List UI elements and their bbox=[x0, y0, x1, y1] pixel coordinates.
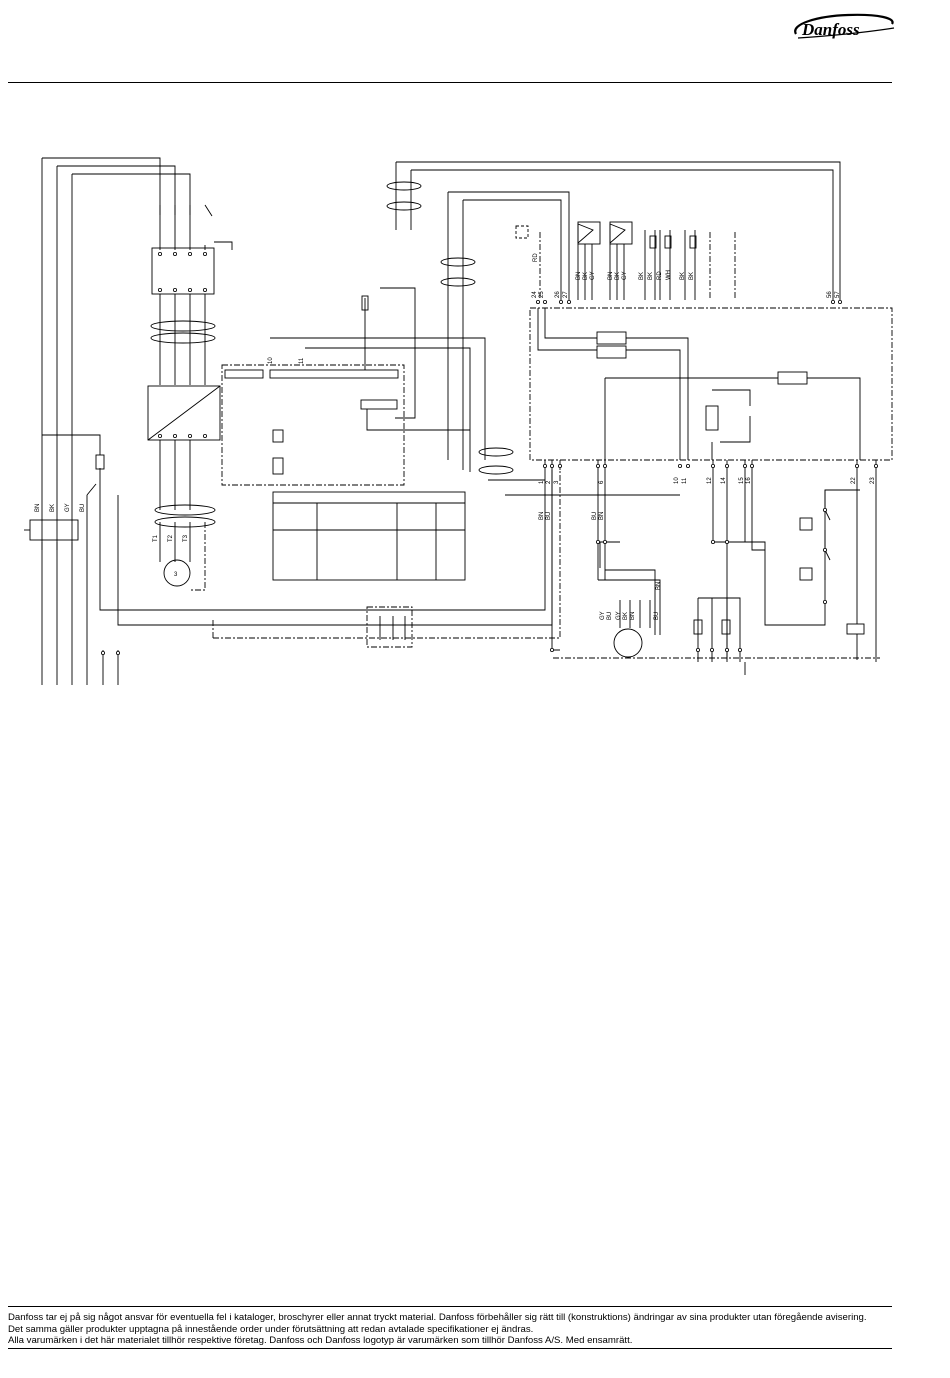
motor-terminal-t3: T3 bbox=[183, 534, 189, 542]
wire-label-bu: BU bbox=[80, 504, 86, 512]
terminal-b16: 16 bbox=[746, 477, 752, 484]
fan-wire-6: BU bbox=[654, 612, 660, 620]
fan-wire-3: BK bbox=[623, 612, 629, 620]
terminal-b10: 10 bbox=[674, 477, 680, 484]
fan-wire-2: GY bbox=[616, 611, 622, 620]
upper-wire-10: BK bbox=[680, 272, 686, 280]
terminal-b23: 23 bbox=[870, 477, 876, 484]
lower-wire-2: BU bbox=[592, 512, 598, 520]
wire-label-gy: GY bbox=[65, 503, 71, 512]
terminal-b12: 12 bbox=[707, 477, 713, 484]
lower-wire-3: BN bbox=[599, 512, 605, 520]
footer-line-3: Alla varumärken i det här materialet til… bbox=[8, 1335, 633, 1346]
footer-rule-top bbox=[8, 1306, 892, 1307]
upper-wire-0: BN bbox=[576, 272, 582, 280]
upper-wire-7: BK bbox=[648, 272, 654, 280]
motor-terminal-t1: T1 bbox=[153, 534, 159, 542]
logo-text: Danfoss bbox=[801, 20, 860, 39]
terminal-57: 57 bbox=[835, 291, 841, 298]
wire-label-bk: BK bbox=[50, 504, 56, 512]
fan-wire-4: BN bbox=[630, 612, 636, 620]
footer-line-2: Det samma gäller produkter upptagna på i… bbox=[8, 1323, 534, 1335]
terminal-b2: 2 bbox=[546, 480, 552, 484]
terminal-b15: 15 bbox=[739, 477, 745, 484]
lower-wire-0: BN bbox=[539, 512, 545, 520]
fan-wire-5: BN bbox=[656, 582, 662, 590]
upper-wire-9: WH bbox=[666, 270, 672, 280]
footer-rule-bottom bbox=[8, 1348, 892, 1349]
board-terminal-10: 10 bbox=[268, 357, 274, 364]
upper-wire-11: BK bbox=[689, 272, 695, 280]
footer-line-1: Danfoss tar ej på sig något ansvar för e… bbox=[8, 1312, 867, 1323]
terminal-b3: 3 bbox=[554, 480, 560, 484]
terminal-b14: 14 bbox=[721, 477, 727, 484]
motor-terminal-t2: T2 bbox=[168, 534, 174, 542]
terminal-b22: 22 bbox=[851, 477, 857, 484]
upper-wire-6: BK bbox=[639, 272, 645, 280]
footer-disclaimer: Danfoss tar ej på sig något ansvar för e… bbox=[8, 1312, 892, 1347]
upper-wire-8: RD bbox=[657, 271, 663, 280]
wiring-diagram: 3 BN BK GY BU T1 T2 T3 24 25 26 27 RD BN… bbox=[24, 157, 893, 685]
terminal-56: 56 bbox=[827, 291, 833, 298]
terminal-b11: 11 bbox=[682, 477, 688, 484]
svg-text:3: 3 bbox=[174, 572, 178, 578]
danfoss-logo: Danfoss bbox=[794, 13, 895, 39]
upper-wire-4: BK bbox=[615, 272, 621, 280]
wire-label-bn: BN bbox=[35, 504, 41, 512]
upper-wire-3: BN bbox=[608, 272, 614, 280]
lower-wire-1: BU bbox=[546, 512, 552, 520]
upper-wire-1: BK bbox=[583, 272, 589, 280]
terminal-25: 25 bbox=[539, 291, 545, 298]
terminal-27: 27 bbox=[563, 291, 569, 298]
fan-wire-0: GY bbox=[600, 611, 606, 620]
upper-wire-2: GY bbox=[590, 271, 596, 280]
fan-wire-1: BU bbox=[607, 612, 613, 620]
board-terminal-11: 11 bbox=[299, 357, 305, 364]
header-rule bbox=[8, 82, 892, 83]
terminal-b1: 1 bbox=[539, 480, 545, 484]
terminal-b6: 6 bbox=[599, 480, 605, 484]
wire-label-rd: RD bbox=[533, 253, 539, 262]
upper-wire-5: GY bbox=[622, 271, 628, 280]
terminal-26: 26 bbox=[555, 291, 561, 298]
terminal-24: 24 bbox=[532, 291, 538, 298]
